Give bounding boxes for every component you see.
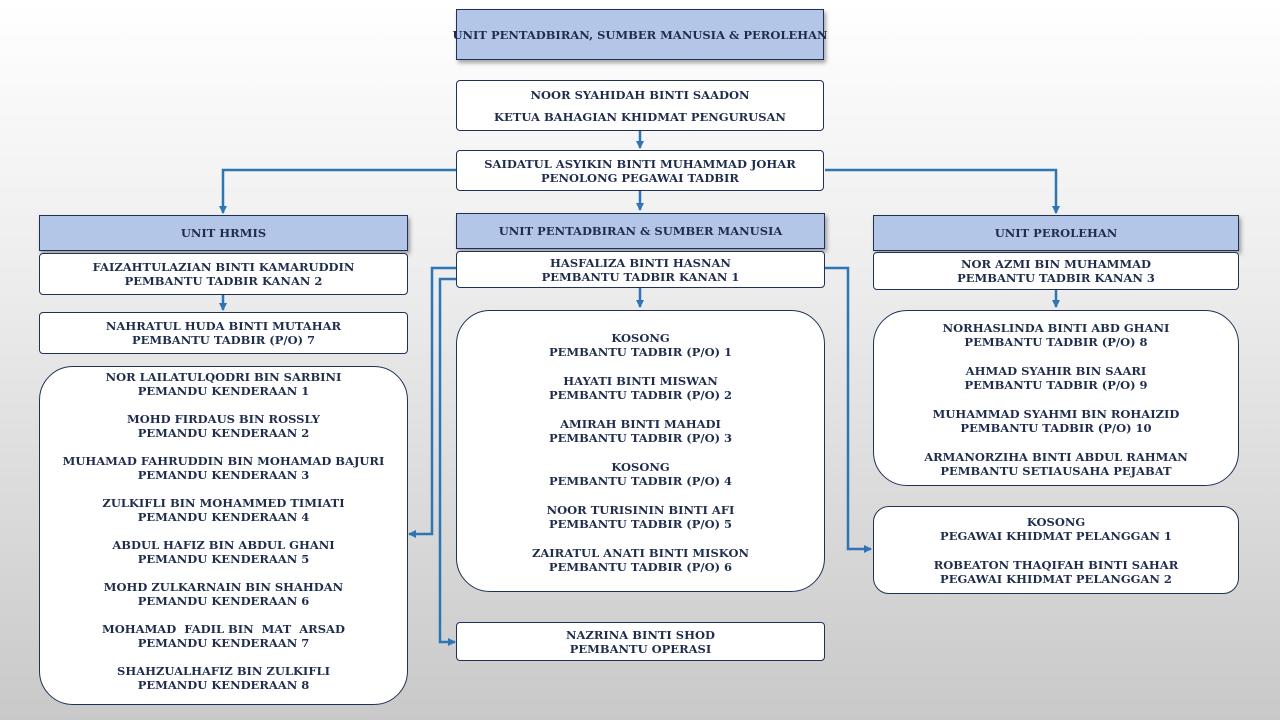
head-card: NOOR SYAHIDAH BINTI SAADON KETUA BAHAGIA…: [456, 80, 824, 131]
staff-name: MUHAMMAD SYAHMI BIN ROHAIZID: [932, 407, 1180, 421]
admin-unit-header: UNIT PENTADBIRAN & SUMBER MANUSIA: [456, 213, 825, 249]
admin-unit-title: UNIT PENTADBIRAN & SUMBER MANUSIA: [498, 224, 783, 238]
connector-assistant-to-procurement: [825, 168, 1060, 214]
ops-name: NAZRINA BINTI SHOD: [566, 627, 715, 642]
admin-lead-name: HASFALIZA BINTI HASNAN: [550, 255, 731, 270]
staff-item: ARMANORZIHA BINTI ABDUL RAHMAN PEMBANTU …: [924, 450, 1188, 478]
service-name: KOSONG: [1026, 514, 1086, 529]
connector-assistant-to-hrmis: [219, 168, 457, 214]
procurement-staff-card: NORHASLINDA BINTI ABD GHANI PEMBANTU TAD…: [873, 310, 1239, 486]
procurement-service-card: KOSONG PEGAWAI KHIDMAT PELANGGAN 1 ROBEA…: [873, 506, 1239, 594]
driver-item: ZULKIFLI BIN MOHAMMED TIMIATI PEMANDU KE…: [102, 496, 344, 524]
driver-item: MOHD ZULKARNAIN BIN SHAHDAN PEMANDU KEND…: [104, 580, 343, 608]
staff-role: PEMBANTU SETIAUSAHA PEJABAT: [940, 464, 1172, 478]
driver-role: PEMANDU KENDERAAN 1: [137, 384, 310, 398]
admin-staff-card: KOSONG PEMBANTU TADBIR (P/O) 1 HAYATI BI…: [456, 310, 825, 592]
driver-role: PEMANDU KENDERAAN 7: [137, 636, 310, 650]
connector-admin-lead-to-service: [825, 266, 872, 553]
hrmis-sub-name: NAHRATUL HUDA BINTI MUTAHAR: [105, 319, 342, 333]
admin-ops-card: NAZRINA BINTI SHOD PEMBANTU OPERASI: [456, 622, 825, 661]
staff-role: PEMBANTU TADBIR (P/O) 3: [548, 431, 733, 445]
procurement-lead-card: NOR AZMI BIN MUHAMMAD PEMBANTU TADBIR KA…: [873, 252, 1239, 290]
staff-item: MUHAMMAD SYAHMI BIN ROHAIZID PEMBANTU TA…: [933, 407, 1180, 435]
service-item: ROBEATON THAQIFAH BINTI SAHAR PEGAWAI KH…: [934, 558, 1179, 586]
staff-name: AHMAD SYAHIR BIN SAARI: [965, 364, 1147, 378]
hrmis-sub-role: PEMBANTU TADBIR (P/O) 7: [131, 333, 316, 347]
driver-item: ABDUL HAFIZ BIN ABDUL GHANI PEMANDU KEND…: [112, 538, 334, 566]
staff-name: ZAIRATUL ANATI BINTI MISKON: [531, 546, 750, 560]
hrmis-sub-card: NAHRATUL HUDA BINTI MUTAHAR PEMBANTU TAD…: [39, 312, 408, 354]
assistant-role: PENOLONG PEGAWAI TADBIR: [541, 170, 739, 185]
staff-item: AMIRAH BINTI MAHADI PEMBANTU TADBIR (P/O…: [549, 417, 732, 445]
driver-role: PEMANDU KENDERAAN 5: [137, 552, 310, 566]
staff-name: KOSONG: [611, 331, 670, 345]
driver-item: MUHAMAD FAHRUDDIN BIN MOHAMAD BAJURI PEM…: [63, 454, 385, 482]
service-role: PEGAWAI KHIDMAT PELANGGAN 1: [940, 528, 1172, 543]
hrmis-unit-header: UNIT HRMIS: [39, 215, 408, 251]
driver-role: PEMANDU KENDERAAN 2: [137, 426, 310, 440]
admin-lead-role: PEMBANTU TADBIR KANAN 1: [541, 269, 740, 284]
staff-role: PEMBANTU TADBIR (P/O) 10: [960, 421, 1152, 435]
hrmis-lead-role: PEMBANTU TADBIR KANAN 2: [124, 274, 323, 288]
staff-role: PEMBANTU TADBIR (P/O) 8: [964, 335, 1148, 349]
procurement-unit-header: UNIT PEROLEHAN: [873, 215, 1239, 251]
staff-name: NORHASLINDA BINTI ABD GHANI: [942, 321, 1170, 335]
driver-item: MOHAMAD FADIL BIN MAT ARSAD PEMANDU KEND…: [102, 622, 345, 650]
staff-name: KOSONG: [611, 460, 670, 474]
staff-role: PEMBANTU TADBIR (P/O) 5: [548, 517, 733, 531]
procurement-unit-title: UNIT PEROLEHAN: [994, 226, 1118, 240]
driver-name: MOHD FIRDAUS BIN ROSSLY: [126, 412, 321, 426]
driver-name: NOR LAILATULQODRI BIN SARBINI: [105, 370, 342, 384]
driver-name: ZULKIFLI BIN MOHAMMED TIMIATI: [102, 496, 345, 510]
staff-role: PEMBANTU TADBIR (P/O) 4: [548, 474, 733, 488]
staff-item: ZAIRATUL ANATI BINTI MISKON PEMBANTU TAD…: [532, 546, 749, 574]
hrmis-drivers-card: NOR LAILATULQODRI BIN SARBINI PEMANDU KE…: [39, 366, 408, 705]
driver-name: MUHAMAD FAHRUDDIN BIN MOHAMAD BAJURI: [62, 454, 385, 468]
driver-item: NOR LAILATULQODRI BIN SARBINI PEMANDU KE…: [106, 370, 342, 398]
admin-lead-card: HASFALIZA BINTI HASNAN PEMBANTU TADBIR K…: [456, 251, 825, 288]
top-unit-title: UNIT PENTADBIRAN, SUMBER MANUSIA & PEROL…: [452, 27, 828, 42]
staff-role: PEMBANTU TADBIR (P/O) 6: [548, 560, 733, 574]
connector-admin-lead-to-ops: [438, 277, 457, 646]
staff-name: AMIRAH BINTI MAHADI: [560, 417, 721, 431]
staff-item: NOOR TURISININ BINTI AFI PEMBANTU TADBIR…: [547, 503, 735, 531]
staff-item: NORHASLINDA BINTI ABD GHANI PEMBANTU TAD…: [943, 321, 1170, 349]
hrmis-lead-card: FAIZAHTULAZIAN BINTI KAMARUDDIN PEMBANTU…: [39, 253, 408, 295]
head-role: KETUA BAHAGIAN KHIDMAT PENGURUSAN: [494, 109, 786, 124]
staff-role: PEMBANTU TADBIR (P/O) 1: [548, 345, 733, 359]
staff-item: HAYATI BINTI MISWAN PEMBANTU TADBIR (P/O…: [549, 374, 732, 402]
staff-item: AHMAD SYAHIR BIN SAARI PEMBANTU TADBIR (…: [964, 364, 1147, 392]
hrmis-lead-name: FAIZAHTULAZIAN BINTI KAMARUDDIN: [92, 260, 355, 274]
service-role: PEGAWAI KHIDMAT PELANGGAN 2: [940, 571, 1172, 586]
driver-name: MOHAMAD FADIL BIN MAT ARSAD: [102, 622, 345, 636]
staff-name: ARMANORZIHA BINTI ABDUL RAHMAN: [924, 450, 1188, 464]
driver-item: MOHD FIRDAUS BIN ROSSLY PEMANDU KENDERAA…: [127, 412, 320, 440]
hrmis-unit-title: UNIT HRMIS: [180, 226, 267, 240]
assistant-card: SAIDATUL ASYIKIN BINTI MUHAMMAD JOHAR PE…: [456, 150, 824, 191]
staff-item: KOSONG PEMBANTU TADBIR (P/O) 4: [549, 460, 732, 488]
driver-role: PEMANDU KENDERAAN 6: [137, 594, 310, 608]
driver-name: MOHD ZULKARNAIN BIN SHAHDAN: [103, 580, 344, 594]
staff-name: NOOR TURISININ BINTI AFI: [546, 503, 735, 517]
procurement-lead-role: PEMBANTU TADBIR KANAN 3: [957, 271, 1155, 285]
staff-item: KOSONG PEMBANTU TADBIR (P/O) 1: [549, 331, 732, 359]
service-item: KOSONG PEGAWAI KHIDMAT PELANGGAN 1: [940, 515, 1172, 543]
staff-name: HAYATI BINTI MISWAN: [563, 374, 718, 388]
service-name: ROBEATON THAQIFAH BINTI SAHAR: [933, 557, 1179, 572]
driver-role: PEMANDU KENDERAAN 4: [137, 510, 310, 524]
driver-item: SHAHZUALHAFIZ BIN ZULKIFLI PEMANDU KENDE…: [117, 664, 330, 692]
ops-role: PEMBANTU OPERASI: [569, 641, 712, 656]
top-unit-header: UNIT PENTADBIRAN, SUMBER MANUSIA & PEROL…: [452, 9, 828, 60]
procurement-lead-name: NOR AZMI BIN MUHAMMAD: [960, 257, 1152, 271]
connector-admin-lead-to-drivers: [408, 266, 457, 538]
head-name: NOOR SYAHIDAH BINTI SAADON: [530, 87, 750, 102]
driver-role: PEMANDU KENDERAAN 8: [137, 678, 310, 692]
assistant-name: SAIDATUL ASYIKIN BINTI MUHAMMAD JOHAR: [484, 156, 796, 171]
staff-role: PEMBANTU TADBIR (P/O) 2: [548, 388, 733, 402]
driver-role: PEMANDU KENDERAAN 3: [137, 468, 310, 482]
driver-name: SHAHZUALHAFIZ BIN ZULKIFLI: [117, 664, 330, 678]
staff-role: PEMBANTU TADBIR (P/O) 9: [964, 378, 1148, 392]
driver-name: ABDUL HAFIZ BIN ABDUL GHANI: [112, 538, 335, 552]
